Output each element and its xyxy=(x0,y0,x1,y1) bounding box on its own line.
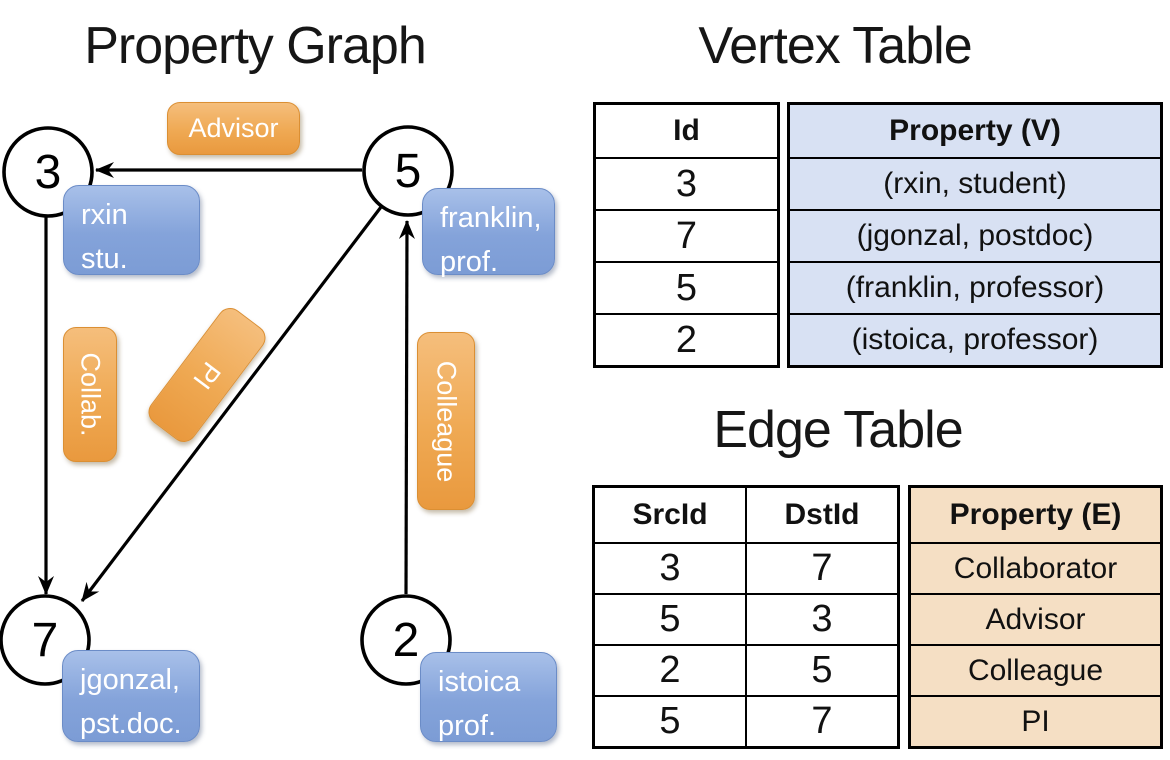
edge-table-dst-cell: 7 xyxy=(745,542,897,593)
vertex-table-id-column: Id 3 7 5 2 xyxy=(593,102,780,368)
edge-table-header-srcid: SrcId xyxy=(632,498,708,531)
vertex-prop-box-7: jgonzal, pst.doc. xyxy=(62,650,200,742)
edge-label-advisor-text: Advisor xyxy=(188,113,279,143)
vertex-table-id-cell: 5 xyxy=(596,261,777,313)
edge-table-dst-cell: 3 xyxy=(745,593,897,644)
edge-label-collab: Collab. xyxy=(63,327,117,462)
edge-label-collab-text: Collab. xyxy=(75,352,106,437)
edge-label-pi-text: PI xyxy=(187,356,228,395)
vertex-prop-3-line1: rxin xyxy=(81,199,128,231)
vertex-table-header-id: Id xyxy=(673,114,700,147)
node-label-2: 2 xyxy=(392,613,420,667)
vertex-prop-5-line1: franklin, xyxy=(440,202,542,234)
edge-table-property-column: Property (E) Collaborator Advisor Collea… xyxy=(908,485,1163,749)
edge-table-header-property: Property (E) xyxy=(911,488,1160,542)
edge-table-title: Edge Table xyxy=(713,401,963,459)
vertex-prop-7-line2: pst.doc. xyxy=(80,708,182,740)
vertex-table-property-cell: (rxin, student) xyxy=(790,157,1160,209)
vertex-table-property-cell: (franklin, professor) xyxy=(790,261,1160,313)
vertex-table-header-property: Property (V) xyxy=(790,105,1160,157)
edge-pi-5-to-7 xyxy=(80,206,383,602)
edge-label-colleague: Colleague xyxy=(417,332,475,510)
edge-label-advisor: Advisor xyxy=(167,102,300,155)
edge-label-colleague-text: Colleague xyxy=(431,360,462,482)
vertex-prop-box-2: istoica prof. xyxy=(420,652,557,742)
vertex-table-property-column: Property (V) (rxin, student) (jgonzal, p… xyxy=(787,102,1163,368)
vertex-prop-box-5: franklin, prof. xyxy=(422,188,555,278)
vertex-table-id-cell: 7 xyxy=(596,209,777,261)
vertex-table-id-cell: 3 xyxy=(596,157,777,209)
edge-table-src-cell: 3 xyxy=(595,542,745,593)
vertex-prop-5-line2: prof. xyxy=(440,246,499,278)
vertex-table-property-cell: (istoica, professor) xyxy=(790,313,1160,365)
vertex-prop-2-line2: prof. xyxy=(438,710,497,742)
edge-table-src-cell: 5 xyxy=(595,593,745,644)
node-label-5: 5 xyxy=(394,144,422,198)
edge-table-property-cell: PI xyxy=(911,695,1160,746)
edge-table-property-cell: Collaborator xyxy=(911,542,1160,593)
edge-colleague-2-to-5 xyxy=(398,220,415,595)
edge-table-src-cell: 5 xyxy=(595,695,745,746)
vertex-table-id-cell: 2 xyxy=(596,313,777,365)
edge-table-src-dst-columns: SrcId DstId 3 7 5 3 2 5 5 7 xyxy=(592,485,900,749)
edge-table-property-cell: Advisor xyxy=(911,593,1160,644)
vertex-prop-7-line1: jgonzal, xyxy=(80,664,180,696)
edge-table-dst-cell: 5 xyxy=(745,644,897,695)
vertex-prop-2-line1: istoica xyxy=(438,666,521,698)
node-label-3: 3 xyxy=(34,145,62,199)
edge-table-property-cell: Colleague xyxy=(911,644,1160,695)
vertex-prop-3-line2: stu. xyxy=(81,243,128,275)
node-label-7: 7 xyxy=(31,613,59,667)
property-graph-title: Property Graph xyxy=(84,17,427,75)
edge-table-header-dstid: DstId xyxy=(745,488,897,542)
edge-table-dst-cell: 7 xyxy=(745,695,897,746)
edge-table-src-cell: 2 xyxy=(595,644,745,695)
vertex-prop-box-3: rxin stu. xyxy=(63,185,200,275)
vertex-table-title: Vertex Table xyxy=(698,17,972,75)
vertex-table-property-cell: (jgonzal, postdoc) xyxy=(790,209,1160,261)
